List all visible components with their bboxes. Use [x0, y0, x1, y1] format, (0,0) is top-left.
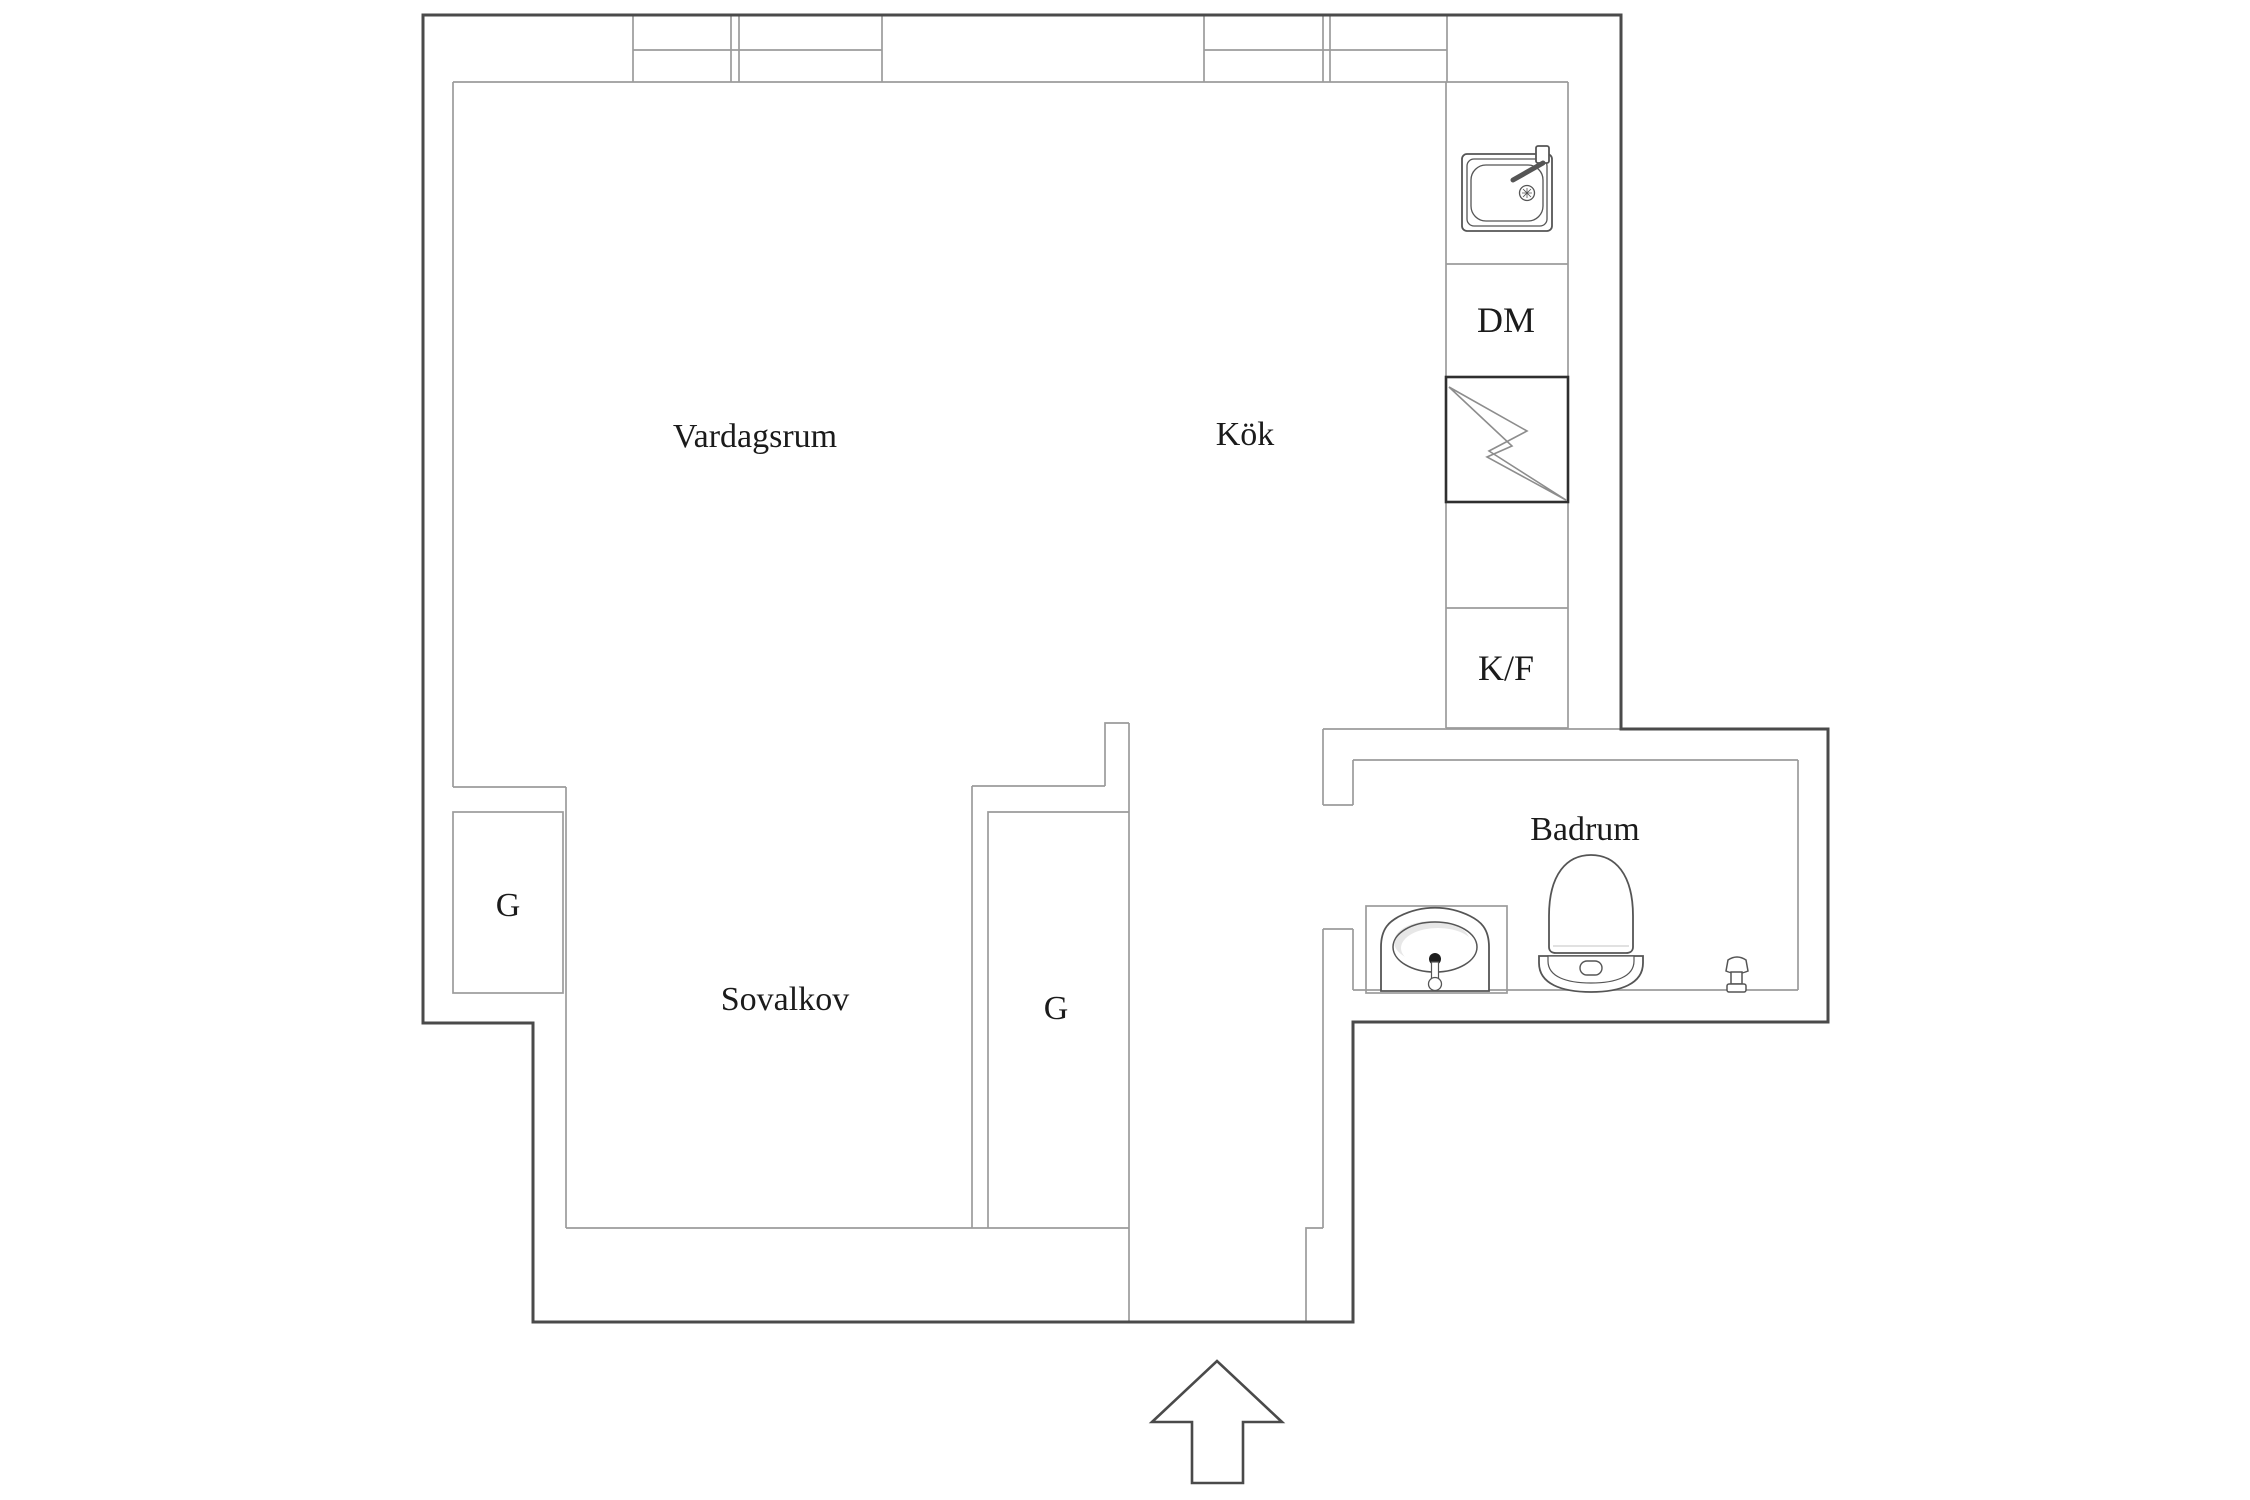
window-right: [1203, 15, 1448, 82]
labels: Vardagsrum Kök Sovalkov Badrum G G DM K/…: [496, 300, 1640, 1027]
kitchen-appliance-column: [1444, 82, 1570, 729]
bathroom-fixtures: [1365, 854, 1749, 994]
dishwasher-label: DM: [1477, 300, 1535, 340]
windows: [632, 15, 1448, 82]
lightning-icon: [1448, 386, 1567, 501]
tap-icon: [1725, 956, 1749, 993]
closet-hall-box: [987, 811, 1129, 1228]
entrance-arrow-up-icon: [1148, 1359, 1286, 1485]
corridor-right-step: [1305, 1227, 1323, 1322]
closet-hall-label: G: [1044, 990, 1069, 1027]
room-label-sleeping-alcove: Sovalkov: [721, 981, 849, 1018]
interior-walls: [452, 81, 1828, 1322]
closets: [452, 811, 1129, 1228]
room-label-bathroom: Badrum: [1530, 811, 1640, 848]
toilet-icon: [1538, 854, 1644, 993]
washbasin-counter: [1365, 905, 1508, 994]
washbasin-icon: [1365, 905, 1508, 994]
outer-walls: [421, 13, 1830, 1324]
wall-stub: [1104, 722, 1129, 786]
room-label-living-room: Vardagsrum: [673, 418, 837, 455]
room-label-kitchen: Kök: [1216, 416, 1275, 453]
closet-left-label: G: [496, 887, 521, 924]
window-left: [632, 15, 883, 82]
stove-cell: [1444, 375, 1570, 504]
closet-left-box: [452, 811, 564, 994]
fridge-freezer-label: K/F: [1478, 648, 1534, 688]
kitchen-sink-icon: [1461, 145, 1553, 232]
